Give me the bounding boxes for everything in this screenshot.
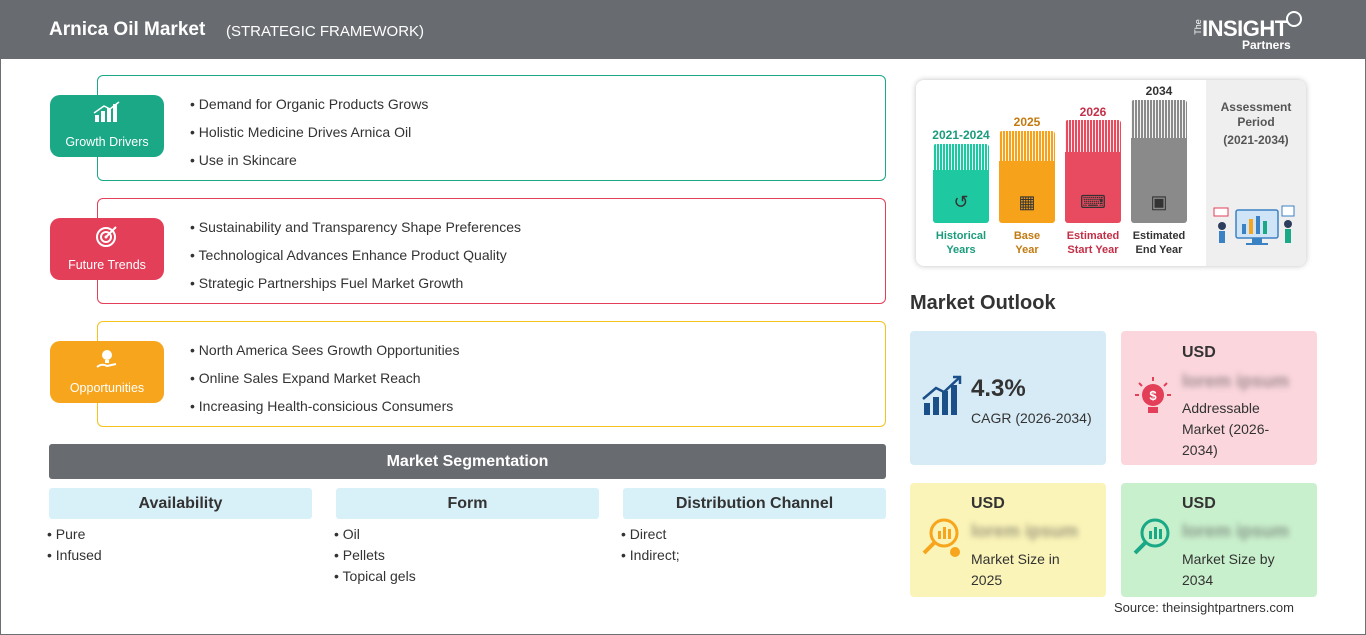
size-2034-label: Market Size by 2034 [1182, 551, 1275, 588]
target-icon [50, 224, 164, 253]
insight-partners-logo[interactable]: The INSIGHT Partners [1190, 10, 1310, 54]
cagr-label: CAGR (2026-2034) [971, 410, 1092, 426]
list-item: Indirect; [621, 545, 680, 566]
size-2034-currency: USD [1182, 495, 1216, 512]
caption-line: Years [946, 244, 976, 256]
size-2025-label: Market Size in 2025 [971, 551, 1060, 588]
bar-stripes [1131, 100, 1187, 138]
size-2025-currency: USD [971, 495, 1005, 512]
future-trends-box: Sustainability and Transparency Shape Pr… [97, 198, 886, 304]
assessment-period-panel: Assessment Period (2021-2034) [1206, 80, 1306, 266]
growth-chart-icon [918, 373, 966, 422]
caption-line: Base [1013, 230, 1041, 242]
period-year: 2026 [1079, 105, 1107, 119]
logo-partners: Partners [1242, 38, 1291, 52]
segment-heading-distribution-channel: Distribution Channel [623, 488, 886, 519]
size-2025-value-blurred: lorem ipsum [971, 521, 1079, 541]
list-item: Direct [621, 524, 680, 545]
caption-line: Estimated [1132, 230, 1186, 242]
availability-list: Pure Infused [47, 524, 102, 566]
header-bar: Arnica Oil Market (STRATEGIC FRAMEWORK) … [0, 0, 1366, 59]
bar-stripes [933, 144, 989, 170]
period-caption: Estimated End Year [1117, 229, 1201, 257]
list-item: Sustainability and Transparency Shape Pr… [190, 218, 521, 246]
cagr-value: 4.3% [971, 375, 1026, 402]
magnifier-chart-icon [1129, 515, 1177, 564]
page-title: Arnica Oil Market [49, 19, 206, 40]
opportunities-list: North America Sees Growth Opportunities … [190, 341, 460, 425]
market-size-2034-card: USD lorem ipsum Market Size by 2034 [1121, 483, 1317, 597]
caption-line: Historical [935, 230, 987, 242]
analytics-illustration-icon [1212, 204, 1298, 257]
addressable-value-blurred: lorem ipsum [1182, 371, 1290, 391]
bar-stripes [1065, 120, 1121, 152]
growth-drivers-box: Demand for Organic Products Grows Holist… [97, 75, 886, 181]
logo-insight: INSIGHT [1202, 16, 1288, 41]
addressable-label: Addressable Market (2026-2034) [1182, 400, 1270, 458]
list-item: Oil [334, 524, 416, 545]
badge-label: Future Trends [68, 258, 146, 272]
form-list: Oil Pellets Topical gels [334, 524, 416, 587]
list-item: Strategic Partnerships Fuel Market Growt… [190, 274, 521, 302]
list-item: Use in Skincare [190, 151, 428, 179]
svg-text:$: $ [1149, 388, 1157, 403]
presentation-icon: ⌨ [1080, 192, 1106, 212]
period-year: 2021-2024 [932, 128, 990, 142]
distribution-channel-list: Direct Indirect; [621, 524, 680, 566]
list-item: Holistic Medicine Drives Arnica Oil [190, 123, 428, 151]
addressable-currency: USD [1182, 344, 1216, 361]
assessment-title: Assessment Period [1220, 100, 1292, 129]
growth-drivers-list: Demand for Organic Products Grows Holist… [190, 95, 429, 179]
period-caption: Base Year [985, 229, 1069, 257]
list-item: North America Sees Growth Opportunities [190, 341, 460, 369]
list-item: Pellets [334, 545, 416, 566]
market-size-2025-card: USD lorem ipsum Market Size in 2025 [910, 483, 1106, 597]
history-icon: ↺ [953, 192, 969, 212]
caption-line: Year [1015, 244, 1039, 256]
growth-drivers-badge: Growth Drivers [50, 95, 164, 157]
future-trends-list: Sustainability and Transparency Shape Pr… [190, 218, 521, 302]
cagr-card: 4.3% CAGR (2026-2034) [910, 331, 1106, 465]
calendar-icon: ▦ [1018, 192, 1036, 212]
bar-stripes [999, 131, 1055, 161]
market-segmentation-header: Market Segmentation [49, 444, 886, 479]
monitor-chart-icon: ▣ [1150, 192, 1168, 212]
page-subtitle: (STRATEGIC FRAMEWORK) [226, 23, 425, 40]
list-item: Technological Advances Enhance Product Q… [190, 246, 521, 274]
badge-label: Growth Drivers [65, 135, 149, 149]
magnifier-chart-icon [918, 515, 966, 564]
list-item: Online Sales Expand Market Reach [190, 369, 459, 397]
caption-line: End Year [1135, 244, 1183, 256]
market-outlook-title: Market Outlook [910, 292, 1056, 314]
future-trends-badge: Future Trends [50, 218, 164, 280]
caption-line: Start Year [1067, 244, 1119, 256]
period-caption: Historical Years [919, 229, 1003, 257]
opportunities-box: North America Sees Growth Opportunities … [97, 321, 886, 427]
logo-ring-icon [1286, 11, 1302, 27]
money-bulb-icon: $ [1129, 375, 1177, 424]
period-year: 2025 [1013, 115, 1041, 129]
list-item: Demand for Organic Products Grows [190, 95, 429, 123]
timeline-card: 2021-2024 ↺ Historical Years 2025 ▦ Base… [916, 80, 1306, 266]
growth-chart-icon [50, 101, 164, 128]
period-caption: Estimated Start Year [1051, 229, 1135, 257]
segment-heading-form: Form [336, 488, 599, 519]
period-year: 2034 [1145, 84, 1173, 98]
size-2034-value-blurred: lorem ipsum [1182, 521, 1290, 541]
source-link[interactable]: Source: theinsightpartners.com [1114, 600, 1294, 615]
caption-line: Estimated [1066, 230, 1120, 242]
list-item: Pure [47, 524, 102, 545]
list-item: Increasing Health-consicious Consumers [190, 397, 459, 425]
assessment-range: (2021-2034) [1223, 133, 1289, 147]
lightbulb-hand-icon [50, 347, 164, 376]
segment-heading-availability: Availability [49, 488, 312, 519]
list-item: Topical gels [334, 566, 416, 587]
addressable-market-card: $ USD lorem ipsum Addressable Market (20… [1121, 331, 1317, 465]
badge-label: Opportunities [69, 381, 145, 395]
list-item: Infused [47, 545, 102, 566]
opportunities-badge: Opportunities [50, 341, 164, 403]
